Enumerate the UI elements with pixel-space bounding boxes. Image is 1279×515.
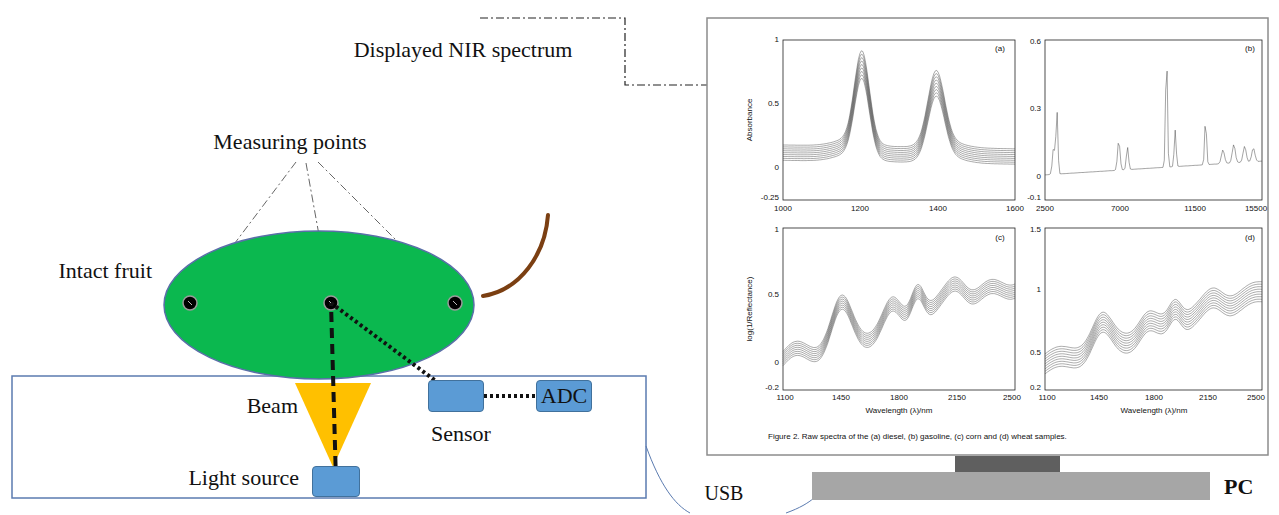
panel-tag: (c) — [995, 234, 1004, 243]
tick-label: -0.25 — [761, 194, 779, 203]
tick-label: 2500 — [1036, 205, 1054, 214]
tick-label: -0.2 — [765, 384, 779, 393]
sensor-box: Sensor — [428, 380, 484, 412]
measuring-point — [324, 296, 338, 310]
tick-label: 0 — [1037, 173, 1041, 182]
tick-label: 0 — [775, 359, 779, 368]
spectrum-line — [783, 51, 1015, 149]
spectrum-line — [783, 72, 1015, 161]
tick-label: 1800 — [890, 394, 908, 403]
tick-label: 1 — [775, 36, 779, 45]
spectrum-line — [783, 281, 1015, 356]
tick-label: 0.5 — [768, 291, 779, 300]
beam-triangle — [295, 383, 371, 467]
spectrum-line — [1045, 287, 1262, 359]
monitor-stand — [955, 456, 1060, 472]
node-label: ADC — [541, 384, 587, 408]
spectrum-line — [1045, 299, 1262, 371]
tick-label: 2500 — [1003, 394, 1021, 403]
axis-title: Wavelength (λ)/nm — [1121, 407, 1188, 416]
connector-line — [484, 394, 536, 398]
spectrum-line — [1045, 294, 1262, 366]
callout-label: Displayed NIR spectrum — [354, 38, 573, 62]
beam-outline — [295, 383, 371, 467]
tick-label: 1600 — [1006, 205, 1024, 214]
plot-frames — [783, 40, 1262, 390]
tick-label: 15500 — [1245, 205, 1267, 214]
spectrum-line — [1045, 302, 1262, 374]
light-source-box: Light source — [312, 466, 360, 497]
point-mark — [453, 301, 457, 305]
spectrum-line — [1045, 289, 1262, 361]
spectrum-line — [1045, 292, 1262, 364]
node-label: Intact fruit — [59, 259, 152, 283]
tick-label: 2150 — [1199, 394, 1217, 403]
measuring-point — [448, 296, 462, 310]
tick-label: 2500 — [1247, 394, 1265, 403]
beam-cone: Beam — [295, 383, 371, 467]
spectrum-line — [783, 54, 1015, 151]
point-mark — [329, 301, 333, 305]
cable-label: USB — [705, 482, 744, 504]
tick-label: 1000 — [774, 205, 792, 214]
spectrum-line — [783, 277, 1015, 352]
tick-label: 0.5 — [1030, 349, 1041, 358]
spectrum-line — [783, 58, 1015, 153]
tick-label: 7000 — [1111, 205, 1129, 214]
tick-label: 0.2 — [1030, 384, 1041, 393]
node-label: PC — [1224, 475, 1253, 499]
axis-title: Wavelength (λ)/nm — [866, 407, 933, 416]
pc-base: PC — [812, 472, 1210, 500]
usb-cable — [646, 446, 690, 513]
tick-label: 1 — [775, 226, 779, 235]
tick-label: -0.1 — [1027, 194, 1041, 203]
axis-title: log(1/Reflectance) — [746, 277, 755, 342]
node-label: Sensor — [431, 422, 491, 446]
fruit-ellipse: Intact fruit — [163, 230, 475, 380]
point-mark — [188, 301, 192, 305]
spectrum-line — [783, 61, 1015, 155]
tick-label: 11500 — [1184, 205, 1206, 214]
device-housing — [12, 376, 646, 498]
tick-label: 2150 — [948, 394, 966, 403]
spectrum-curves — [783, 51, 1262, 374]
usb-cable — [786, 498, 814, 513]
spectrum-line — [1045, 297, 1262, 369]
fruit-body — [164, 231, 474, 379]
tick-label: 1450 — [832, 394, 850, 403]
tick-label: 1450 — [1090, 394, 1108, 403]
spectrum-line — [1045, 284, 1262, 356]
tick-label: 0.6 — [1030, 38, 1041, 47]
monitor-screen — [707, 18, 1268, 455]
node-label: Beam — [247, 394, 298, 418]
fruit-outline — [163, 230, 475, 380]
panel-tag: (a) — [995, 45, 1005, 54]
adc-box: ADC — [536, 380, 592, 412]
fruit-stem — [483, 215, 548, 296]
tick-label: 1 — [1037, 286, 1041, 295]
tick-label: 1100 — [776, 394, 793, 403]
spectrum-line — [783, 65, 1015, 157]
node-label: Light source — [188, 466, 299, 490]
panel-tag: (b) — [1245, 45, 1255, 54]
panel-tag: (d) — [1245, 234, 1255, 243]
tick-label: 1200 — [851, 205, 869, 214]
tick-label: 1400 — [929, 205, 947, 214]
tick-label: 1.5 — [1030, 226, 1041, 235]
callout-label: Measuring points — [213, 130, 366, 154]
tick-label: 0.5 — [768, 100, 779, 109]
measuring-point — [183, 296, 197, 310]
tick-label: 1800 — [1145, 394, 1163, 403]
tick-label: 0.3 — [1030, 105, 1041, 114]
spectrum-line — [1045, 71, 1262, 175]
axis-title: Absorbance — [746, 99, 755, 142]
tick-label: 1100 — [1038, 394, 1055, 403]
figure-caption: Figure 2. Raw spectra of the (a) diesel,… — [768, 433, 1067, 442]
spectrum-line — [783, 279, 1015, 354]
tick-label: 0 — [775, 164, 779, 173]
spectrum-line — [783, 75, 1015, 162]
spectrum-line — [1045, 282, 1262, 354]
